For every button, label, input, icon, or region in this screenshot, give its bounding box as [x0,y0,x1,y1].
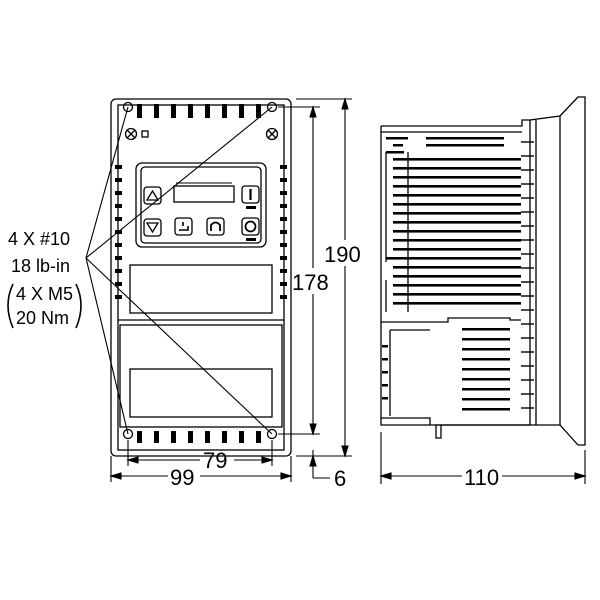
side-top-slots [386,137,504,154]
dim-depth-overall: 110 [464,465,499,490]
mounting-hole-bottom-left [122,428,134,440]
mounting-note: 4 X #10 18 lb-in 4 X M5 20 Nm [7,229,82,329]
mode-icon [179,222,189,231]
note-open-bracket [7,283,14,329]
side-vent-slots [386,158,521,305]
terminal-cover-outline [119,324,283,428]
side-lower-slots [382,328,510,411]
label-window [129,264,273,314]
mounting-hole-top-right [266,101,278,113]
stop-key [241,217,260,236]
front-dimensions [109,97,352,482]
dim-width-overall: 99 [170,465,194,490]
led-display [173,185,235,203]
front-chassis-outline [110,98,292,457]
stop-icon [244,220,257,233]
note-screw-size: 4 X #10 [8,229,70,249]
mounting-hole-bottom-right [266,428,278,440]
terminal-window [129,368,273,418]
note-torque-imperial: 18 lb-in [11,256,70,276]
mode-key [174,217,193,236]
front-chassis-inner [117,104,285,451]
down-arrow-icon [145,222,160,234]
bottom-heatsink-fins [137,431,261,443]
side-flange [529,96,586,446]
dim-height-mounting: 178 [292,270,329,295]
side-dimensions [379,432,587,484]
note-close-bracket [75,283,82,329]
fwd-rev-icon [210,221,221,231]
fwd-rev-key [206,217,225,236]
dim-height-overall: 190 [324,242,361,267]
cover-screw-top-right [265,127,279,141]
note-torque-metric: 20 Nm [16,308,69,328]
up-arrow-icon [145,189,160,201]
dim-width-mounting: 79 [203,448,227,473]
front-view [85,98,292,457]
up-key [143,186,162,205]
ground-tab [141,130,149,138]
side-terminal-block [381,317,521,323]
dim-flange-offset: 6 [334,466,346,491]
side-view [380,96,586,446]
run-key [241,185,260,204]
down-key [143,218,162,237]
side-heatsink-fins [521,141,534,409]
top-heatsink-fins [137,104,261,118]
right-vent-slots [280,165,287,299]
mounting-hole-top-left [122,101,134,113]
mounting-leader-lines [85,106,273,435]
note-screw-metric: 4 X M5 [16,284,73,304]
keypad-panel [135,162,267,248]
cover-screw-top-left [124,127,138,141]
